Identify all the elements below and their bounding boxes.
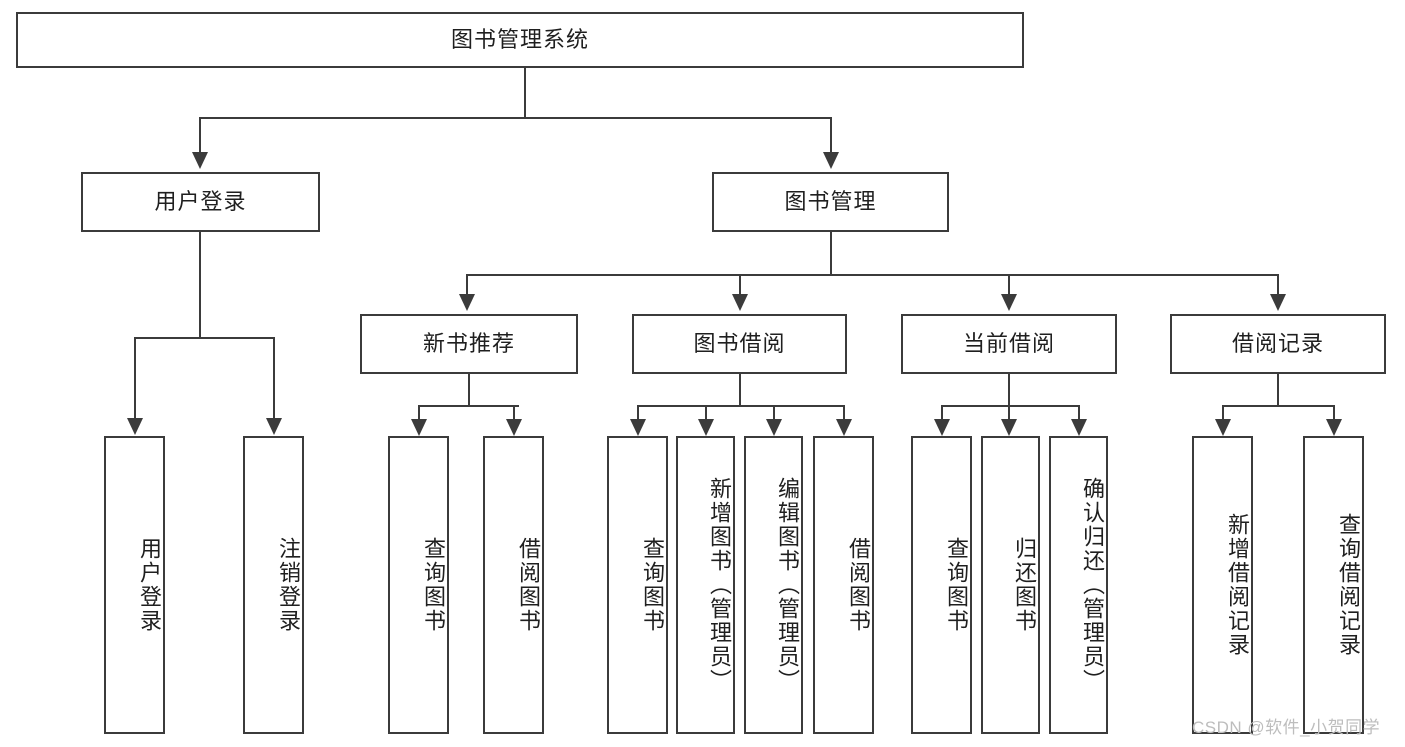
node-label: 确认归还（管理员） <box>1080 477 1105 693</box>
node-label: 借阅图书 <box>846 537 871 633</box>
leaf-add-book-admin[interactable]: 新增图书（管理员） <box>676 436 735 734</box>
node-book-borrow[interactable]: 图书借阅 <box>632 314 847 374</box>
node-label: 归还图书 <box>1012 537 1037 633</box>
leaf-logout-login[interactable]: 注销登录 <box>243 436 304 734</box>
node-label: 图书管理 <box>784 188 877 214</box>
edge-root-to-user-login <box>199 117 201 154</box>
node-label: 用户登录 <box>137 537 162 633</box>
node-label: 新书推荐 <box>422 330 515 356</box>
node-label: 新增借阅记录 <box>1225 513 1250 657</box>
edge-nbr-child-1 <box>418 405 420 421</box>
leaf-borrow-book-borrow[interactable]: 借阅图书 <box>813 436 874 734</box>
node-label: 查询图书 <box>421 537 446 633</box>
leaf-edit-book-admin[interactable]: 编辑图书（管理员） <box>744 436 803 734</box>
edge-nbr-child-2 <box>513 405 515 421</box>
node-label: 借阅图书 <box>516 537 541 633</box>
node-current-borrow[interactable]: 当前借阅 <box>901 314 1117 374</box>
edge-bm-child-2 <box>739 274 741 296</box>
edge-nbr-stem <box>468 374 470 405</box>
edge-br-child-1 <box>1222 405 1224 421</box>
edge-cb-child-2 <box>1008 405 1010 421</box>
arrow-root-to-book-manage <box>823 152 839 169</box>
arrow-bb-child-2 <box>698 419 714 436</box>
node-label: 图书借阅 <box>693 330 786 356</box>
arrow-bb-child-4 <box>836 419 852 436</box>
node-label: 查询图书 <box>944 537 969 633</box>
arrow-root-to-user-login <box>192 152 208 169</box>
edge-bb-child-1 <box>637 405 639 421</box>
leaf-query-book-recommend[interactable]: 查询图书 <box>388 436 449 734</box>
edge-user-login-bar <box>134 337 275 339</box>
edge-bb-child-2 <box>705 405 707 421</box>
arrow-bm-child-3 <box>1001 294 1017 311</box>
edge-cb-bar <box>941 405 1080 407</box>
arrow-cb-child-2 <box>1001 419 1017 436</box>
node-label: 查询借阅记录 <box>1336 513 1361 657</box>
edge-br-child-2 <box>1333 405 1335 421</box>
leaf-borrow-book-recommend[interactable]: 借阅图书 <box>483 436 544 734</box>
edge-root-stem <box>524 68 526 117</box>
edge-bb-child-4 <box>843 405 845 421</box>
edge-bm-child-1 <box>466 274 468 296</box>
arrow-bm-child-4 <box>1270 294 1286 311</box>
node-label: 查询图书 <box>640 537 665 633</box>
edge-cb-child-3 <box>1078 405 1080 421</box>
edge-bm-child-4 <box>1277 274 1279 296</box>
edge-user-login-child-1 <box>134 337 136 420</box>
arrow-cb-child-3 <box>1071 419 1087 436</box>
edge-cb-child-1 <box>941 405 943 421</box>
node-label: 用户登录 <box>154 188 247 214</box>
edge-book-management-stem <box>830 232 832 274</box>
arrow-br-child-2 <box>1326 419 1342 436</box>
edge-cb-stem <box>1008 374 1010 405</box>
edge-nbr-bar <box>418 405 519 407</box>
node-label: 借阅记录 <box>1231 330 1324 356</box>
leaf-confirm-return-admin[interactable]: 确认归还（管理员） <box>1049 436 1108 734</box>
arrow-br-child-1 <box>1215 419 1231 436</box>
node-label: 当前借阅 <box>962 330 1055 356</box>
arrow-user-login-child-2 <box>266 418 282 435</box>
arrow-nbr-child-2 <box>506 419 522 436</box>
arrow-bb-child-1 <box>630 419 646 436</box>
edge-user-login-stem <box>199 232 201 337</box>
edge-br-bar <box>1222 405 1334 407</box>
leaf-query-book-current[interactable]: 查询图书 <box>911 436 972 734</box>
edge-bb-child-3 <box>773 405 775 421</box>
csdn-watermark: CSDN @软件_小贺同学 <box>1192 718 1381 737</box>
node-label: 图书管理系统 <box>450 26 589 52</box>
node-borrow-record[interactable]: 借阅记录 <box>1170 314 1386 374</box>
edge-bb-bar <box>637 405 845 407</box>
leaf-add-borrow-record[interactable]: 新增借阅记录 <box>1192 436 1253 734</box>
edge-bb-stem <box>739 374 741 405</box>
edge-book-management-bar <box>466 274 1278 276</box>
arrow-user-login-child-1 <box>127 418 143 435</box>
leaf-user-login[interactable]: 用户登录 <box>104 436 165 734</box>
arrow-bb-child-3 <box>766 419 782 436</box>
arrow-bm-child-2 <box>732 294 748 311</box>
leaf-return-book[interactable]: 归还图书 <box>981 436 1040 734</box>
edge-root-to-book-manage <box>830 117 832 154</box>
arrow-nbr-child-1 <box>411 419 427 436</box>
leaf-query-borrow-record[interactable]: 查询借阅记录 <box>1303 436 1364 734</box>
node-label: 新增图书（管理员） <box>707 477 732 693</box>
node-new-book-recommend[interactable]: 新书推荐 <box>360 314 578 374</box>
node-label: 注销登录 <box>276 537 301 633</box>
leaf-query-book-borrow[interactable]: 查询图书 <box>607 436 668 734</box>
edge-br-stem <box>1277 374 1279 405</box>
node-book-management[interactable]: 图书管理 <box>712 172 949 232</box>
node-root-book-management-system[interactable]: 图书管理系统 <box>16 12 1024 68</box>
edge-user-login-child-2 <box>273 337 275 420</box>
arrow-cb-child-1 <box>934 419 950 436</box>
node-label: 编辑图书（管理员） <box>775 477 800 693</box>
arrow-bm-child-1 <box>459 294 475 311</box>
edge-bm-child-3 <box>1008 274 1010 296</box>
node-user-login[interactable]: 用户登录 <box>81 172 320 232</box>
edge-root-bar <box>199 117 832 119</box>
